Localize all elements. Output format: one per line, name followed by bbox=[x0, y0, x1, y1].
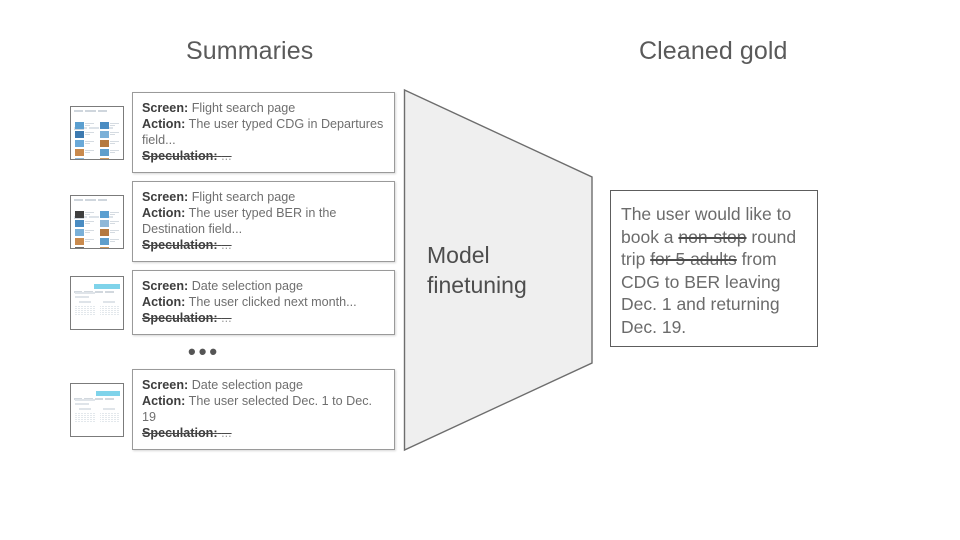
summary-card[interactable]: Screen: Date selection page Action: The … bbox=[132, 369, 395, 450]
list-item: Screen: Flight search page Action: The u… bbox=[70, 181, 395, 262]
speculation-line: Speculation: ... bbox=[142, 425, 385, 441]
thumb-topbar bbox=[74, 109, 120, 130]
gold-segment-struck-nonstop: non-stop bbox=[678, 226, 747, 247]
speculation-line: Speculation: ... bbox=[142, 148, 385, 164]
screen-label: Screen: bbox=[142, 190, 189, 204]
summary-card[interactable]: Screen: Flight search page Action: The u… bbox=[132, 181, 395, 262]
funnel-polygon bbox=[403, 88, 593, 452]
speculation-label: Speculation: bbox=[142, 238, 218, 252]
action-line: Action: The user typed CDG in Departures… bbox=[142, 116, 385, 148]
funnel-label-line1: Model bbox=[427, 242, 490, 268]
list-item: Screen: Date selection page Action: The … bbox=[70, 270, 395, 335]
thumbnail-graphic bbox=[71, 277, 123, 329]
action-line: Action: The user clicked next month... bbox=[142, 294, 385, 310]
funnel-svg bbox=[403, 88, 593, 452]
flight-search-page-thumbnail[interactable] bbox=[70, 194, 124, 249]
summary-card[interactable]: Screen: Flight search page Action: The u… bbox=[132, 92, 395, 173]
speculation-label: Speculation: bbox=[142, 426, 218, 440]
funnel-label: Model finetuning bbox=[427, 240, 577, 300]
screen-line: Screen: Date selection page bbox=[142, 278, 385, 294]
summary-card[interactable]: Screen: Date selection page Action: The … bbox=[132, 270, 395, 335]
speculation-label: Speculation: bbox=[142, 149, 218, 163]
list-item: Screen: Date selection page Action: The … bbox=[70, 369, 395, 450]
cleaned-gold-column-title: Cleaned gold bbox=[639, 37, 788, 65]
thumb-result-columns bbox=[75, 210, 119, 248]
thumb-fields bbox=[75, 291, 97, 300]
thumbnail-graphic bbox=[71, 107, 123, 159]
cleaned-gold-box[interactable]: The user would like to book a non-stop r… bbox=[610, 190, 818, 347]
date-selection-page-thumbnail[interactable] bbox=[70, 382, 124, 437]
action-label: Action: bbox=[142, 394, 186, 408]
list-item: Screen: Flight search page Action: The u… bbox=[70, 92, 395, 173]
action-label: Action: bbox=[142, 295, 186, 309]
speculation-label: Speculation: bbox=[142, 311, 218, 325]
gold-segment-plain: round trip bbox=[621, 226, 797, 270]
gold-segment-plain: The user would like to book a bbox=[621, 204, 792, 247]
action-line: Action: The user typed BER in the Destin… bbox=[142, 205, 385, 237]
action-value: The user typed CDG in Departures field..… bbox=[142, 117, 384, 147]
action-label: Action: bbox=[142, 206, 186, 220]
speculation-value: ... bbox=[221, 238, 232, 252]
action-value: The user clicked next month... bbox=[188, 295, 357, 309]
speculation-line: Speculation: ... bbox=[142, 310, 385, 326]
screen-label: Screen: bbox=[142, 279, 189, 293]
action-label: Action: bbox=[142, 117, 186, 131]
thumbnail-graphic bbox=[71, 384, 123, 436]
cleaned-gold-text: The user would like to book a non-stop r… bbox=[621, 203, 805, 338]
speculation-line: Speculation: ... bbox=[142, 237, 385, 253]
thumb-topbar bbox=[74, 198, 120, 219]
thumb-result-columns bbox=[75, 121, 119, 159]
gold-segment-plain: from CDG to BER leaving Dec. 1 and retur… bbox=[621, 249, 781, 337]
gold-segment-struck-adults: for 5 adults bbox=[650, 249, 737, 269]
speculation-value: ... bbox=[221, 311, 232, 325]
thumb-fields bbox=[75, 398, 97, 407]
ellipsis-dots: ••• bbox=[188, 339, 221, 364]
speculation-value: ... bbox=[221, 149, 232, 163]
thumb-calendar-months bbox=[75, 407, 119, 431]
screen-value: Date selection page bbox=[191, 279, 304, 293]
screen-value: Flight search page bbox=[191, 101, 296, 115]
flight-search-page-thumbnail[interactable] bbox=[70, 105, 124, 160]
thumb-subbar bbox=[74, 205, 120, 218]
thumb-highlight-bar bbox=[96, 390, 120, 396]
screen-line: Screen: Date selection page bbox=[142, 377, 385, 393]
date-selection-page-thumbnail[interactable] bbox=[70, 275, 124, 330]
screen-label: Screen: bbox=[142, 101, 189, 115]
screen-value: Date selection page bbox=[191, 378, 304, 392]
screen-line: Screen: Flight search page bbox=[142, 100, 385, 116]
thumb-topbar bbox=[74, 280, 120, 293]
summaries-list: Screen: Flight search page Action: The u… bbox=[70, 92, 395, 458]
thumb-calendar-months bbox=[75, 300, 119, 324]
thumbnail-graphic bbox=[71, 196, 123, 248]
thumb-subbar bbox=[74, 116, 120, 129]
summaries-column-title: Summaries bbox=[186, 37, 314, 65]
action-line: Action: The user selected Dec. 1 to Dec.… bbox=[142, 393, 385, 425]
screen-value: Flight search page bbox=[191, 190, 296, 204]
funnel-label-line2: finetuning bbox=[427, 272, 527, 298]
action-value: The user typed BER in the Destination fi… bbox=[142, 206, 337, 236]
thumb-highlight-bar bbox=[94, 283, 120, 289]
screen-line: Screen: Flight search page bbox=[142, 189, 385, 205]
model-finetuning-funnel-shape bbox=[403, 88, 598, 453]
thumb-topbar bbox=[74, 387, 120, 400]
action-value: The user selected Dec. 1 to Dec. 19 bbox=[142, 394, 373, 424]
screen-label: Screen: bbox=[142, 378, 189, 392]
speculation-value: ... bbox=[221, 426, 232, 440]
list-truncation-separator: ••• bbox=[70, 339, 395, 365]
